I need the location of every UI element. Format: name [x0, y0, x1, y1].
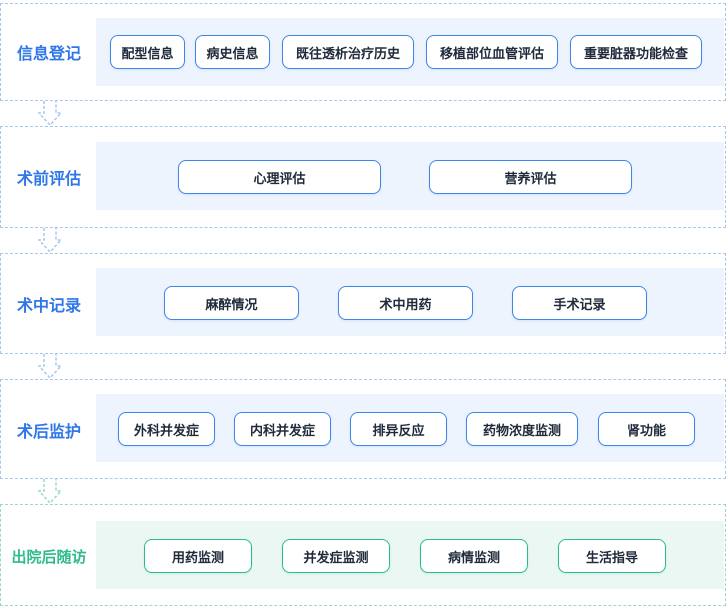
flow-arrow-icon	[38, 354, 62, 380]
item-dialysis-history[interactable]: 既往透析治疗历史	[282, 35, 414, 69]
item-organ-function-check[interactable]: 重要脏器功能检查	[570, 35, 702, 69]
item-rejection[interactable]: 排异反应	[350, 412, 447, 446]
stage-title-preop: 术前评估	[16, 169, 81, 188]
flow-arrow-icon	[38, 228, 62, 254]
item-psych-assessment[interactable]: 心理评估	[178, 160, 381, 194]
stage-section-postop: 术后监护 外科并发症 内科并发症 排异反应 药物浓度监测 肾功能	[0, 379, 726, 479]
stage-section-followup: 出院后随访 用药监测 并发症监测 病情监测 生活指导	[0, 504, 726, 606]
item-condition-monitoring[interactable]: 病情监测	[420, 539, 528, 573]
stage-title-followup: 出院后随访	[11, 548, 87, 566]
item-lifestyle-guidance[interactable]: 生活指导	[558, 539, 666, 573]
item-surgical-complications[interactable]: 外科并发症	[118, 412, 215, 446]
item-drug-level-monitoring[interactable]: 药物浓度监测	[466, 412, 578, 446]
item-medication-monitoring[interactable]: 用药监测	[144, 539, 252, 573]
stage-section-registration: 信息登记 配型信息 病史信息 既往透析治疗历史 移植部位血管评估 重要脏器功能检…	[0, 3, 726, 101]
stage-title-registration: 信息登记	[16, 44, 81, 63]
flow-arrow-icon	[38, 101, 62, 127]
item-kidney-function[interactable]: 肾功能	[598, 412, 695, 446]
flow-arrow-icon	[38, 479, 62, 505]
item-intraop-medication[interactable]: 术中用药	[338, 286, 473, 320]
stage-section-preop: 术前评估 心理评估 营养评估	[0, 126, 726, 228]
item-anesthesia[interactable]: 麻醉情况	[164, 286, 299, 320]
item-nutrition-assessment[interactable]: 营养评估	[429, 160, 632, 194]
stage-title-intraop: 术中记录	[16, 296, 81, 315]
item-matching-info[interactable]: 配型信息	[110, 35, 185, 69]
stage-section-intraop: 术中记录 麻醉情况 术中用药 手术记录	[0, 253, 726, 354]
item-complication-monitoring[interactable]: 并发症监测	[282, 539, 390, 573]
item-surgery-record[interactable]: 手术记录	[512, 286, 647, 320]
item-medical-complications[interactable]: 内科并发症	[234, 412, 331, 446]
item-vascular-assessment[interactable]: 移植部位血管评估	[426, 35, 558, 69]
stage-title-postop: 术后监护	[16, 422, 81, 441]
item-medical-history[interactable]: 病史信息	[195, 35, 270, 69]
